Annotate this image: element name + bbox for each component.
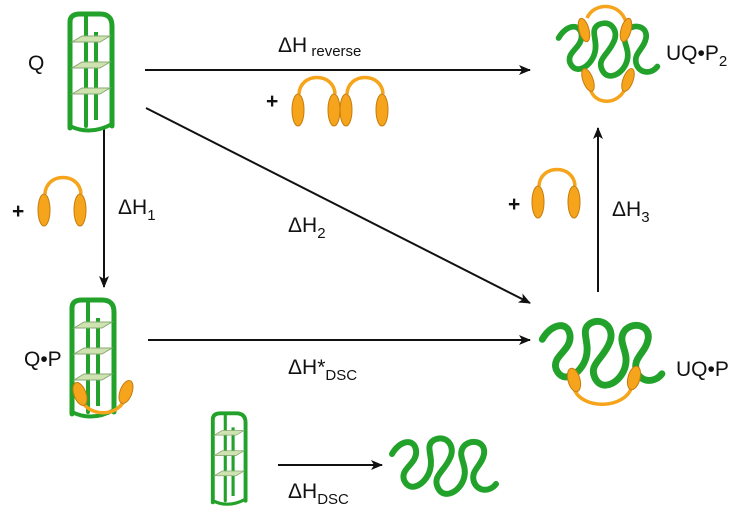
g-quadruplex-icon [70, 14, 112, 131]
probe-icon [290, 75, 342, 128]
probe-bound-quadruplex-icon [70, 300, 134, 417]
arrow-q-to-uqp [145, 107, 531, 304]
plus-sign: + [266, 90, 278, 113]
enthalpy-h3-label: ΔH3 [612, 198, 650, 226]
enthalpy-h2-label: ΔH2 [288, 214, 326, 242]
unfolded-strand-icon [392, 438, 496, 493]
species-uqp2-label: UQ•P2 [666, 42, 727, 70]
plus-sign: + [12, 200, 24, 223]
enthalpy-dsc-label: ΔHDSC [288, 480, 349, 508]
probe-icon [338, 75, 390, 128]
plus-sign: + [508, 193, 520, 216]
enthalpy-reverse-label: ΔH reverse [278, 34, 361, 60]
enthalpy-dsc-star-label: ΔH*DSC [288, 356, 357, 384]
probe-icon [36, 175, 88, 228]
species-qp-label: Q•P [24, 348, 62, 371]
enthalpy-h1-label: ΔH1 [118, 196, 156, 224]
species-q-label: Q [28, 52, 44, 75]
species-uqp-label: UQ•P [676, 358, 729, 381]
probe-icon [530, 167, 582, 220]
unfolded-probe-complex-icon [542, 321, 662, 406]
unfolded-probe-2-complex-icon [559, 4, 658, 103]
dsc-quadruplex-icon [210, 411, 248, 507]
